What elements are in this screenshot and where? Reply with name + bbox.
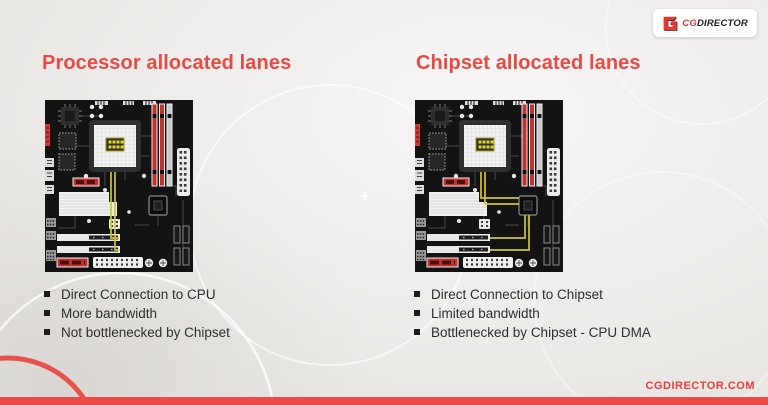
bullet-square-icon [414, 310, 420, 316]
logo-g-icon [663, 16, 678, 31]
left-section-heading: Processor allocated lanes [42, 52, 292, 74]
list-item: Not bottlenecked by Chipset [44, 325, 374, 340]
list-item: Bottlenecked by Chipset - CPU DMA [414, 325, 744, 340]
right-bullet-list: Direct Connection to Chipset Limited ban… [414, 287, 744, 344]
left-bullet-list: Direct Connection to CPU More bandwidth … [44, 287, 374, 344]
footer-red-bar [0, 397, 768, 405]
list-item: More bandwidth [44, 306, 374, 321]
footer-website-text: CGDIRECTOR.COM [645, 380, 755, 392]
pcie-traces-cpu [110, 172, 119, 251]
pcie-traces-chipset [480, 172, 530, 251]
plus-icon: + [360, 188, 370, 205]
right-section-heading: Chipset allocated lanes [416, 52, 641, 74]
bullet-square-icon [44, 310, 50, 316]
bullet-square-icon [44, 329, 50, 335]
list-item: Direct Connection to Chipset [414, 287, 744, 302]
motherboard-diagram-chipset-lanes [415, 100, 563, 272]
motherboard-diagram-cpu-lanes [45, 100, 193, 272]
bullet-square-icon [44, 291, 50, 297]
logo-brand-text: CGDIRECTOR [682, 17, 748, 29]
brand-logo: CGDIRECTOR [653, 9, 757, 37]
bullet-square-icon [414, 329, 420, 335]
list-item: Limited bandwidth [414, 306, 744, 321]
bullet-square-icon [414, 291, 420, 297]
list-item: Direct Connection to CPU [44, 287, 374, 302]
